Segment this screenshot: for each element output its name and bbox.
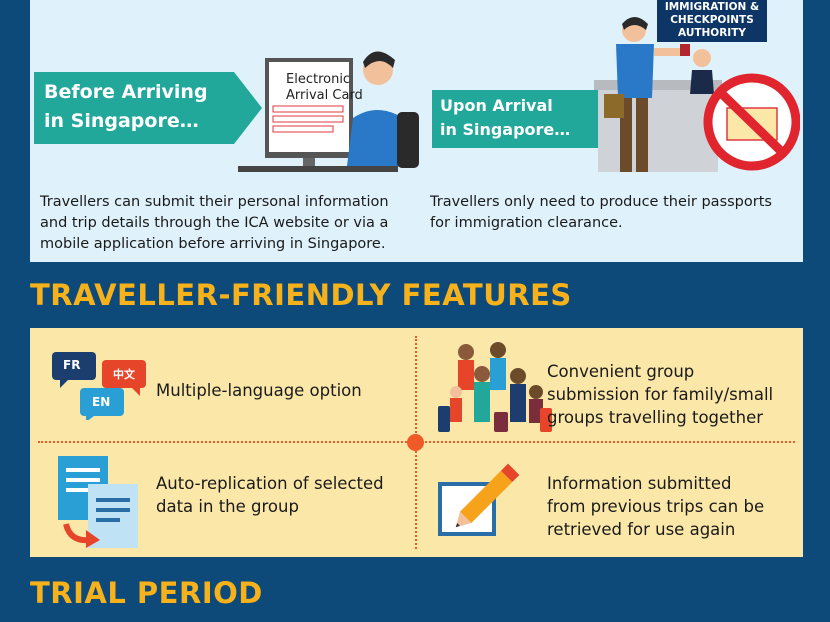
- sign-line3: AUTHORITY: [678, 27, 746, 39]
- before-description: Travellers can submit their personal inf…: [40, 192, 420, 255]
- card-line1: Electronic: [286, 72, 351, 87]
- arrival-tag-line1: Upon Arrival: [440, 96, 553, 115]
- pencil-checkbox-icon: [438, 463, 520, 536]
- feature-retrieve-previous: Information submitted from previous trip…: [547, 472, 764, 541]
- passport-icon: [680, 44, 690, 56]
- desk: [238, 166, 398, 172]
- bag-icon: [604, 94, 624, 118]
- luggage-icon: [438, 406, 450, 432]
- before-desc-line3: mobile application before arriving in Si…: [40, 236, 386, 252]
- family-group-icon: [438, 342, 552, 432]
- features-panel: FR 中文 EN Multiple-language option Conven…: [30, 328, 803, 557]
- arrival-description: Travellers only need to produce their pa…: [430, 192, 800, 234]
- form-field-icons: [272, 105, 344, 133]
- f4-line2: from previous trips can be: [547, 497, 765, 516]
- sign-line1: IMMIGRATION &: [664, 1, 760, 13]
- lang-zh-label: 中文: [113, 368, 135, 381]
- lang-fr-label: FR: [63, 358, 81, 372]
- copy-documents-icon: [58, 456, 138, 548]
- arrival-desc-line1: Travellers only need to produce their pa…: [430, 194, 772, 210]
- before-desc-line1: Travellers can submit their personal inf…: [40, 194, 389, 210]
- f4-line3: retrieved for use again: [547, 520, 736, 539]
- ica-sign: IMMIGRATION & CHECKPOINTS AUTHORITY: [657, 0, 767, 42]
- chair: [397, 112, 419, 168]
- traveller-shirt: [616, 44, 654, 98]
- trial-period-title: TRIAL PERIOD: [30, 576, 263, 610]
- lang-en-label: EN: [92, 395, 111, 409]
- f3-line1: Auto-replication of selected: [156, 474, 384, 493]
- f3-line2: data in the group: [156, 497, 299, 516]
- arrival-card-panel: Before Arriving in Singapore… Electronic…: [30, 0, 803, 262]
- f2-line2: submission for family/small: [547, 385, 774, 404]
- card-line2: Arrival Card: [286, 88, 363, 103]
- f2-line1: Convenient group: [547, 362, 695, 381]
- officer-head: [693, 49, 711, 67]
- no-card-icon: [703, 73, 800, 171]
- arrival-tag-line2: in Singapore…: [440, 120, 571, 139]
- divider-center-dot: [407, 434, 424, 451]
- language-bubbles-icon: [52, 352, 146, 420]
- features-title: TRAVELLER-FRIENDLY FEATURES: [30, 278, 572, 312]
- before-tag-line2: in Singapore…: [44, 110, 199, 132]
- before-tag-line1: Before Arriving: [44, 81, 208, 103]
- feature-multiple-language: Multiple-language option: [156, 381, 362, 400]
- feature-group-submission: Convenient group submission for family/s…: [547, 360, 773, 429]
- computer-illustration: [238, 51, 419, 172]
- arrival-desc-line2: for immigration clearance.: [430, 215, 623, 231]
- before-arriving-tag: Before Arriving in Singapore…: [34, 72, 262, 144]
- f2-line3: groups travelling together: [547, 408, 764, 427]
- person-body: [347, 110, 407, 166]
- immigration-counter-illustration: [594, 17, 800, 172]
- feature-auto-replication: Auto-replication of selected data in the…: [156, 472, 384, 518]
- f4-line1: Information submitted: [547, 474, 732, 493]
- before-desc-line2: and trip details through the ICA website…: [40, 215, 389, 231]
- sign-line2: CHECKPOINTS: [670, 14, 754, 26]
- upon-arrival-tag: Upon Arrival in Singapore…: [432, 90, 624, 148]
- monitor-screen: [269, 62, 349, 152]
